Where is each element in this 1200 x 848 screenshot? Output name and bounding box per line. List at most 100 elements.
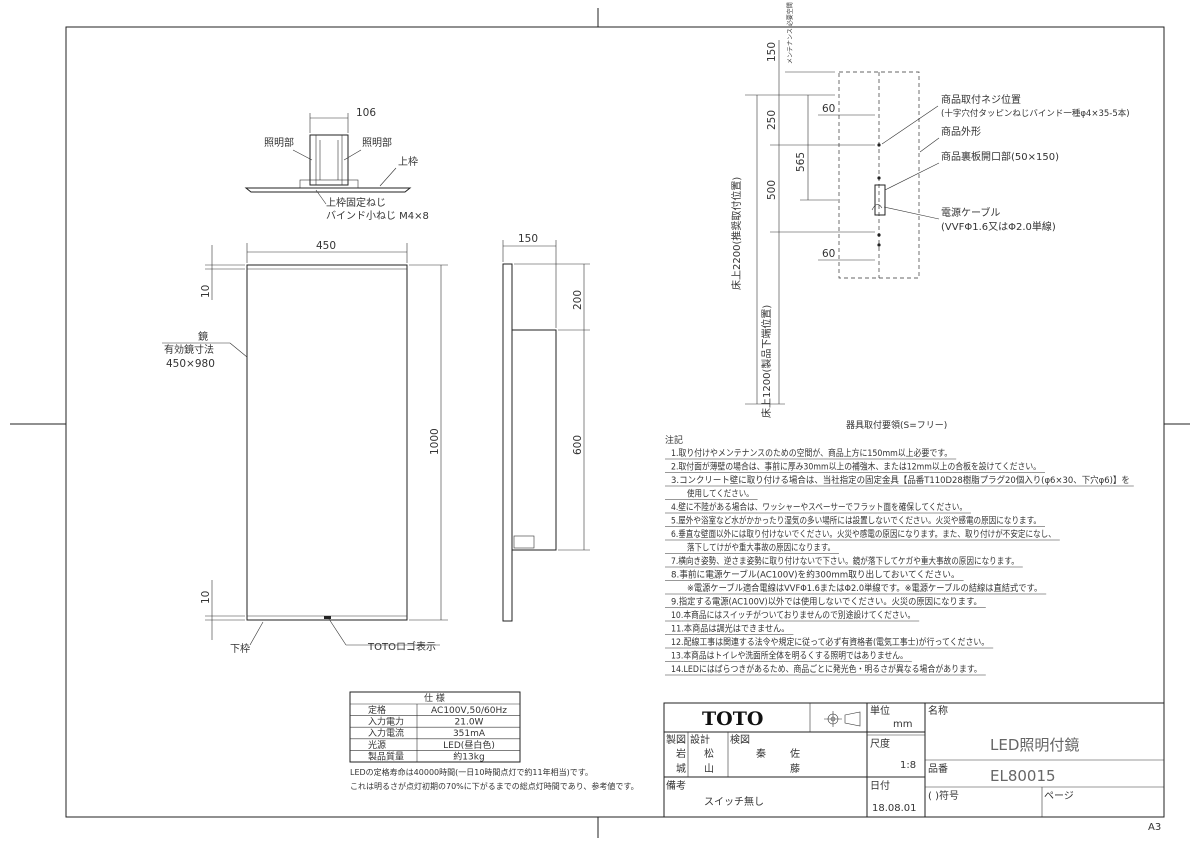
side-dim-600: 600 <box>572 435 584 455</box>
spec-value: 351mA <box>453 729 486 739</box>
note-line: 8.事前に電源ケーブル(AC100V)を約300mm取り出しておいてください。 <box>671 569 960 581</box>
spec-value: 約13kg <box>453 750 484 762</box>
front-height-dim: 1000 <box>429 428 441 455</box>
spec-value: 21.0W <box>455 718 484 728</box>
note-line: 1.取り付けやメンテナンスのための空間が、商品上方に150mm以上必要です。 <box>671 447 952 459</box>
product-name: LED照明付鏡 <box>990 736 1079 754</box>
screw-position-spec: (十字穴付タッピンねじバインド一種φ4×35-5本) <box>941 108 1130 119</box>
effective-size-value: 450×980 <box>166 358 215 370</box>
note-line: 落下してけがや重大事故の原因になります。 <box>687 542 835 554</box>
unit-value: mm <box>893 719 912 730</box>
top-right-part-label: 照明部 <box>362 136 392 149</box>
note-line: 10.本商品にはスイッチがついておりませんので別途設けてください。 <box>671 609 915 621</box>
note-line: 11.本商品は調光はできません。 <box>671 623 789 635</box>
toto-logo: TOTO <box>702 708 763 730</box>
note-line: 9.指定する電源(AC100V)以外では使用しないでください。火災の原因になりま… <box>671 596 982 608</box>
install-space-note: メンテナンス 必要空間 <box>786 2 794 64</box>
note-line: 13.本商品はトイレや洗面所全体を明るくする照明ではありません。 <box>671 650 908 662</box>
spec-key: 定格 <box>368 704 386 716</box>
spec-key: 入力電力 <box>368 716 404 728</box>
spec-note-1: LEDの定格寿命は40000時間(一日10時間点灯で約11年相当)です。 <box>350 767 593 777</box>
spec-key: 入力電流 <box>368 727 404 739</box>
name-label: 名称 <box>928 704 948 717</box>
side-dim-200: 200 <box>572 290 584 310</box>
page-label: ページ <box>1044 791 1074 802</box>
scale-label: 尺度 <box>870 737 890 750</box>
top-frame-label: 上枠 <box>398 155 418 168</box>
cable-spec: (VVFΦ1.6又はΦ2.0単線) <box>941 220 1056 233</box>
name-hata: 秦 <box>756 747 766 760</box>
install-floor-2200: 床上2200(推奨取付位置) <box>730 177 743 290</box>
cable-label: 電源ケーブル <box>941 206 1000 219</box>
note-line: ※電源ケーブル適合電線はVVFΦ1.6またはΦ2.0単線です。※電源ケーブルの結… <box>687 582 1042 594</box>
part-number: EL80015 <box>990 767 1056 785</box>
install-dim-60-top: 60 <box>822 103 835 115</box>
projection-symbol-icon <box>824 711 861 727</box>
spec-value: AC100V,50/60Hz <box>431 706 507 716</box>
note-line: 6.垂直な壁面以外には取り付けないでください。火災や感電の原因になります。また、… <box>671 528 1056 540</box>
spec-value: LED(昼白色) <box>443 739 495 751</box>
name-sa: 佐 <box>790 748 800 760</box>
remarks-value: スイッチ無し <box>704 795 764 808</box>
note-line: 2.取付面が薄壁の場合は、事前に厚み30mm以上の補強木、または12mm以上の合… <box>671 461 1041 473</box>
header-sekkei: 設計 <box>690 733 710 746</box>
sheet-size: A3 <box>1148 822 1161 833</box>
top-left-part-label: 照明部 <box>264 136 294 149</box>
spec-key: 光源 <box>368 739 386 751</box>
note-line: 14.LEDにはばらつきがあるため、商品ごとに発光色・明るさが異なる場合がありま… <box>671 663 982 675</box>
install-floor-1200: 床上1200(製品下端位置) <box>760 305 773 418</box>
notes-block: 注記 1.取り付けやメンテナンスのための空間が、商品上方に150mm以上必要です… <box>665 434 1134 676</box>
part-label: 品番 <box>928 763 948 775</box>
install-caption: 器具取付要領(S=フリー) <box>846 419 947 431</box>
date-value: 18.08.01 <box>872 803 917 814</box>
outline-label: 商品外形 <box>941 125 981 138</box>
front-bottom-margin-dim: 10 <box>200 591 212 604</box>
note-line: 5.屋外や浴室など水がかかったり湿気の多い場所には設置しないでください。火災や感… <box>671 515 1041 527</box>
sign-label: ( )符号 <box>928 789 959 802</box>
install-diagram: 150 メンテナンス 必要空間 250 565 500 60 60 床上2200… <box>730 2 1130 431</box>
scale-value: 1:8 <box>900 760 916 771</box>
name-yama: 山 <box>704 763 714 775</box>
front-width-dim: 450 <box>316 240 336 252</box>
top-width-dim: 106 <box>356 107 376 119</box>
date-label: 日付 <box>870 779 890 792</box>
note-line: 使用してください。 <box>687 488 754 500</box>
side-view: 150 200 600 <box>502 233 590 622</box>
install-dim-250: 250 <box>766 110 778 130</box>
logo-position-label: TOTOロゴ表示 <box>367 640 436 653</box>
unit-label: 単位 <box>870 704 890 717</box>
name-fuji: 藤 <box>790 763 800 775</box>
install-dim-60-bottom: 60 <box>822 248 835 260</box>
top-view: 106 照明部 照明部 上枠 上枠固定ねじ バインド小ねじ M4×8 <box>244 107 429 222</box>
opening-label: 商品裏板開口部(50×150) <box>941 150 1059 163</box>
spec-note-2: これは明るさが点灯初期の70%に下がるまでの総点灯時間であり、参考値です。 <box>350 781 639 791</box>
header-kenzu: 検図 <box>730 733 750 746</box>
top-screw-label: 上枠固定ねじ <box>326 196 386 209</box>
spec-key: 製品質量 <box>368 750 404 762</box>
note-line: 7.横向き姿勢、逆さま姿勢に取り付けないで下さい。鏡が落下してケガや重大事故の原… <box>671 555 1019 567</box>
effective-size-label: 有効鏡寸法 <box>164 343 214 356</box>
name-matsu: 松 <box>704 747 714 760</box>
header-seizu: 製図 <box>666 733 686 746</box>
title-block: TOTO 単位 mm 名称 LED照明付鏡 尺度 1:8 品番 EL80015 … <box>663 702 1165 833</box>
bottom-frame-label: 下枠 <box>230 642 250 655</box>
remarks-label: 備考 <box>666 779 686 792</box>
front-view: 450 1000 10 10 鏡 有効鏡寸法 450×980 下枠 TOTOロゴ… <box>162 240 448 655</box>
top-screw-spec: バインド小ねじ M4×8 <box>326 210 429 222</box>
screw-position-label: 商品取付ネジ位置 <box>941 93 1021 106</box>
install-dim-565: 565 <box>795 152 807 172</box>
mirror-label: 鏡 <box>198 330 208 343</box>
install-dim-500: 500 <box>766 180 778 200</box>
install-dim-150: 150 <box>766 42 778 62</box>
notes-title: 注記 <box>665 434 683 446</box>
spec-title: 仕 様 <box>424 692 445 704</box>
spec-table: 仕 様 定格 AC100V,50/60Hz 入力電力 21.0W 入力電流 351mA 光源… <box>349 691 639 791</box>
name-jo: 城 <box>676 763 686 775</box>
note-line: 3.コンクリート壁に取り付ける場合は、当社指定の固定金具【品番T110D28樹脂… <box>671 474 1130 486</box>
note-line: 12.配線工事は関連する法令や規定に従って必ず有資格者(電気工事士)が行ってくだ… <box>671 636 989 648</box>
drawing-border <box>65 26 1165 818</box>
front-top-margin-dim: 10 <box>200 285 212 298</box>
note-line: 4.壁に不陸がある場合は、ワッシャーやスペーサーでフラット面を確保してください。 <box>671 501 967 513</box>
name-iwa: 岩 <box>676 747 686 760</box>
